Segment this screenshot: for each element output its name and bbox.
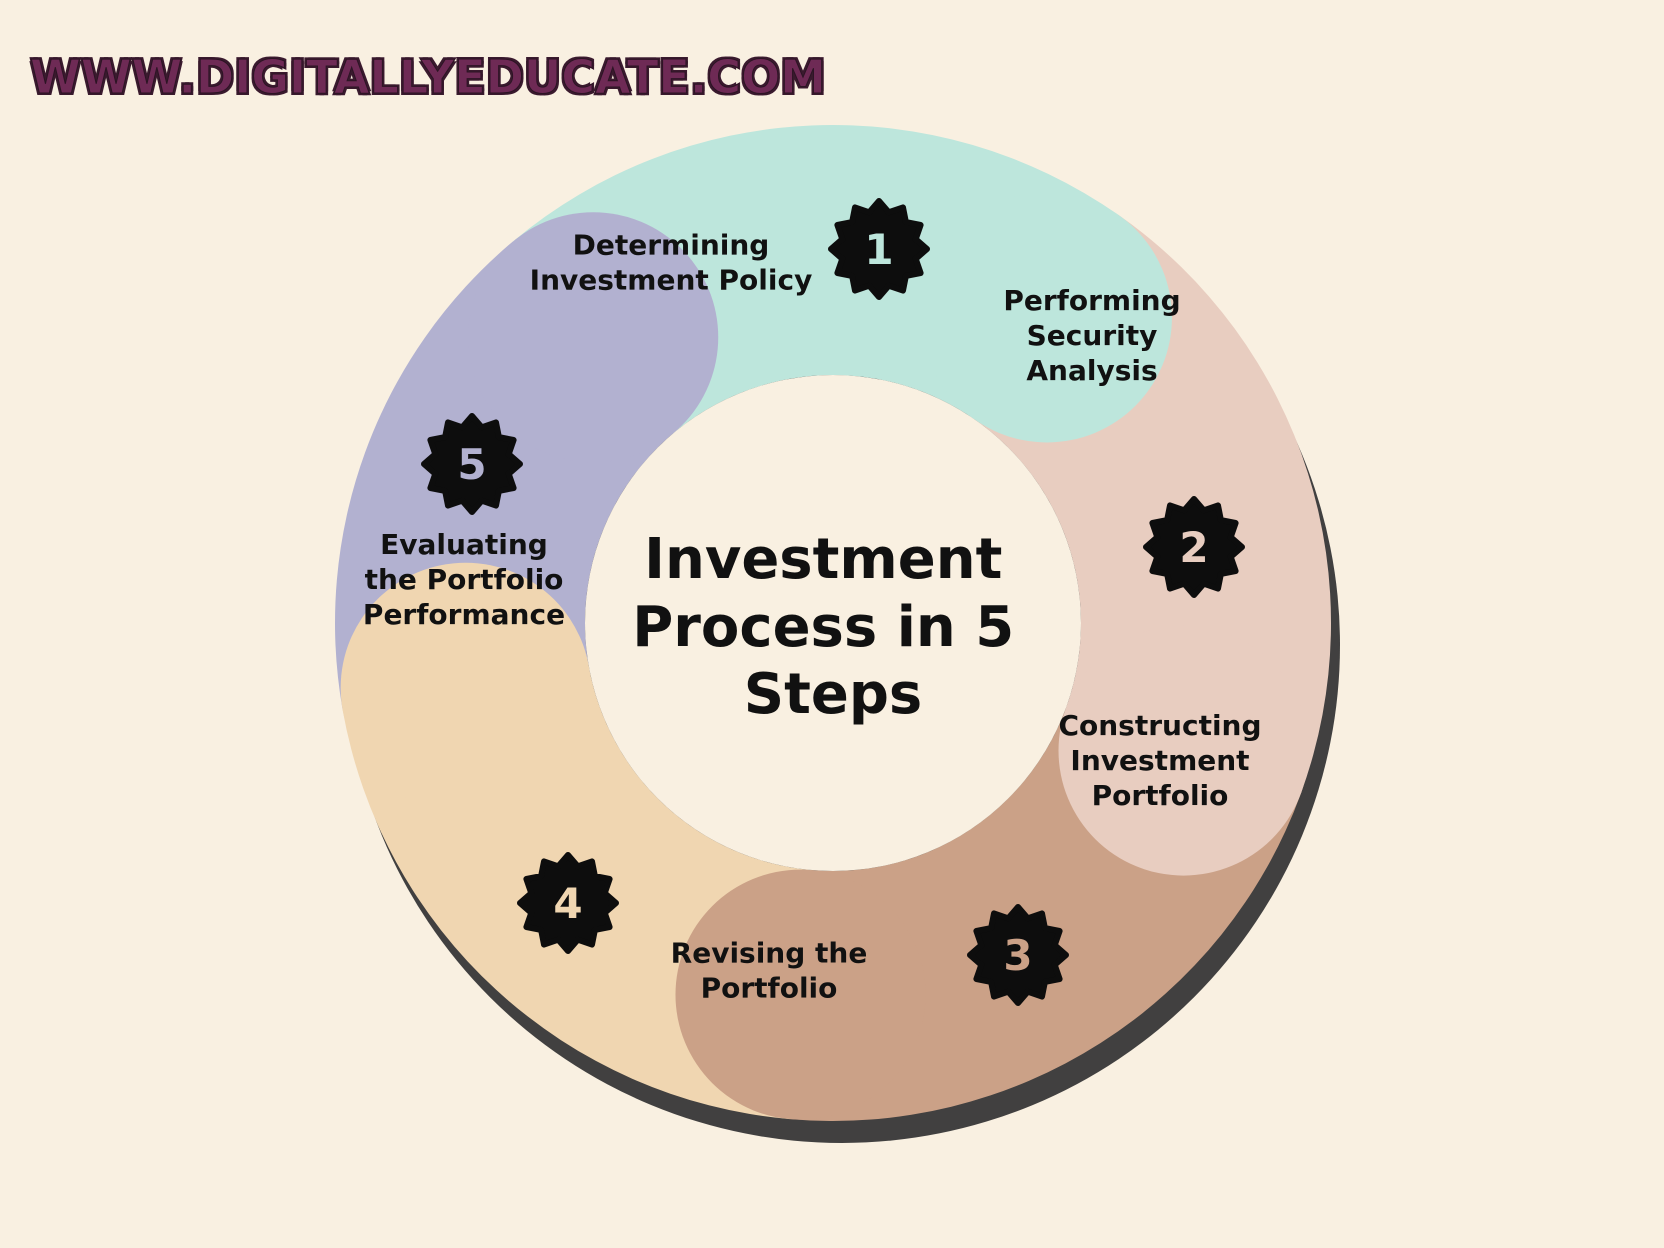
step-segment-cap-1 (921, 192, 1172, 443)
badge-star-icon (967, 904, 1069, 1006)
step-badge-1: 1 (828, 198, 930, 300)
step-label-2-line-1: Performing (1003, 284, 1180, 317)
step-number-4: 4 (553, 879, 582, 928)
center-circle (585, 375, 1081, 871)
badge-star-icon (421, 413, 523, 515)
step-segment-cap-2 (1058, 625, 1309, 876)
step-segment-cap-5 (468, 212, 719, 463)
center-title-line-1: Investment (644, 527, 1002, 592)
step-label-3-line-2: Investment (1070, 744, 1249, 777)
step-label-1-line-2: Investment Policy (530, 264, 813, 297)
step-label-4-line-1: Revising the (671, 937, 868, 970)
step-badge-4: 4 (517, 852, 619, 954)
step-segment-cap-4 (340, 562, 591, 813)
step-number-3: 3 (1003, 931, 1032, 980)
step-label-5-line-3: Performance (363, 598, 565, 631)
site-url: WWW.DIGITALLYEDUCATE.COM (30, 50, 827, 105)
center-title: Investment Process in 5 Steps (632, 527, 1034, 727)
step-label-2-line-3: Analysis (1026, 354, 1157, 387)
step-label-3-line-1: Constructing (1058, 709, 1261, 742)
step-number-5: 5 (457, 440, 486, 489)
step-label-3-line-3: Portfolio (1092, 779, 1229, 812)
step-number-1: 1 (864, 225, 893, 274)
step-badge-5: 5 (421, 413, 523, 515)
center-title-line-3: Steps (744, 662, 923, 727)
step-number-2: 2 (1179, 523, 1208, 572)
step-label-5-line-2: the Portfolio (365, 563, 564, 596)
step-segment-cap-3 (675, 869, 926, 1120)
step-badge-3: 3 (967, 904, 1069, 1006)
step-badge-2: 2 (1143, 496, 1245, 598)
step-label-5-line-1: Evaluating (380, 528, 548, 561)
badge-star-icon (517, 852, 619, 954)
step-label-4-line-2: Portfolio (701, 972, 838, 1005)
badge-star-icon (828, 198, 930, 300)
step-label-2-line-2: Security (1027, 319, 1158, 352)
badge-star-icon (1143, 496, 1245, 598)
center-title-line-2: Process in 5 (632, 595, 1014, 660)
step-label-1-line-1: Determining (573, 229, 770, 262)
